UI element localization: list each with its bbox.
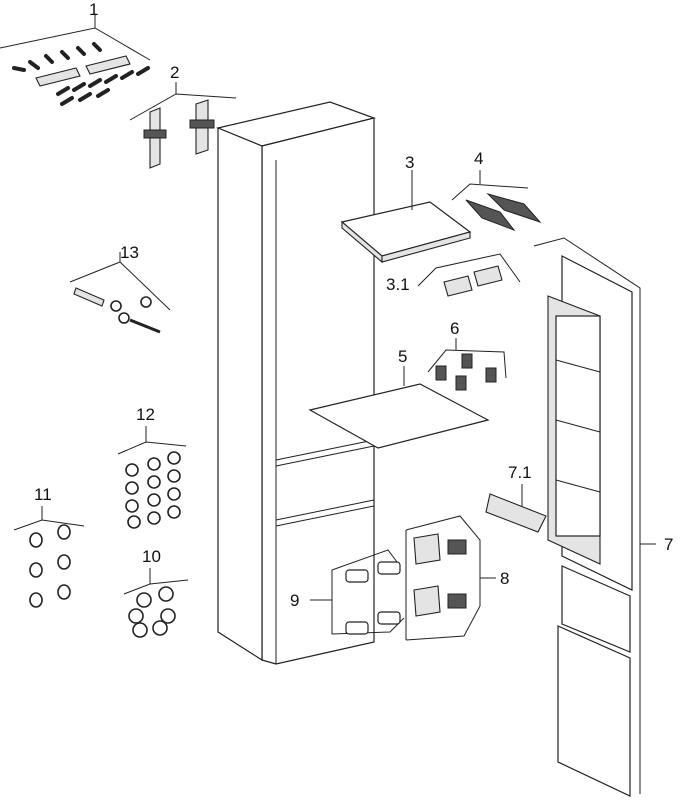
part-6-shelf-supports: 6 [427,319,507,391]
anchor-icon [73,287,161,334]
rail-icon [465,193,542,232]
part-7-door: 7 [533,237,673,797]
label-7: 7 [664,535,673,554]
ring-icon [29,524,71,608]
part-7-1-panel: 7.1 [485,463,547,533]
part-12-bumpers: 12 [117,405,187,529]
label-3-1: 3.1 [386,275,410,294]
clip-icon [443,265,503,297]
part-8-hinges: 8 [405,515,509,641]
ring-icon [128,586,176,638]
part-2-wall-brackets: 2 [129,63,237,169]
spacer-strip-icon [35,55,131,87]
label-5: 5 [398,347,407,366]
label-7-1: 7.1 [508,463,532,482]
part-4-rails: 4 [451,149,542,232]
cabinet-body [216,101,377,665]
part-11-rings: 11 [13,485,85,608]
label-4: 4 [474,149,483,168]
bracket-icon [143,99,215,169]
label-8: 8 [500,569,509,588]
part-9-handles: 9 [290,549,405,635]
handle-icon [345,561,401,635]
part-10-caps: 10 [123,547,189,638]
part-13-anchor-set: 13 [69,243,171,334]
part-1-screw-set: 1 [0,0,151,106]
screw-icon [56,66,150,106]
label-9: 9 [290,591,299,610]
part-5-glass-shelf: 5 [308,347,490,449]
label-12: 12 [136,405,155,424]
part-3-1-clips: 3.1 [386,253,521,297]
label-2: 2 [170,63,179,82]
label-1: 1 [89,0,98,19]
bumper-icon [125,451,181,529]
screw-icon [12,42,102,72]
label-13: 13 [120,243,139,262]
label-3: 3 [405,153,414,172]
support-icon [435,353,497,391]
part-3-drawer-tray: 3 [340,153,472,264]
label-11: 11 [34,485,52,504]
label-6: 6 [450,319,459,338]
hinge-icon [413,533,467,617]
label-10: 10 [142,547,161,566]
